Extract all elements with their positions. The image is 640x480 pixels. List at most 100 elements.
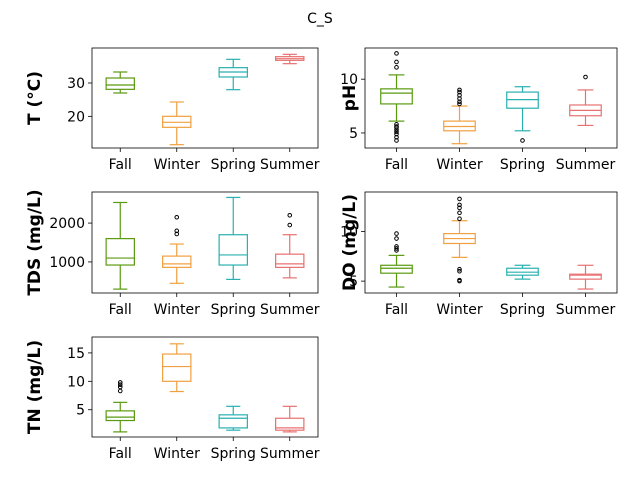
box-body <box>105 77 135 90</box>
outlier-point <box>457 277 462 283</box>
box-summer <box>569 74 602 127</box>
box-spring <box>218 196 248 281</box>
axes-frame <box>91 191 319 294</box>
x-tick-label: Winter <box>436 302 482 318</box>
box-body <box>105 238 135 266</box>
box-fall <box>105 71 135 94</box>
x-tick-label: Spring <box>211 157 256 173</box>
outlier-point <box>394 129 399 135</box>
x-tick-label: Summer <box>260 446 320 462</box>
box-spring <box>218 405 248 431</box>
x-tick-label: Winter <box>154 446 200 462</box>
axes-frame <box>364 47 618 149</box>
y-axis-label: TN (mg/L) <box>25 340 45 434</box>
box-summer <box>569 264 602 290</box>
x-tick-label: Summer <box>260 157 320 173</box>
x-tick-label: Summer <box>260 302 320 318</box>
box-winter <box>162 343 192 393</box>
outlier-point <box>457 89 462 95</box>
outlier-point <box>394 231 399 236</box>
outlier-point <box>457 210 462 216</box>
box-body <box>380 264 413 274</box>
y-tick-label: 15 <box>67 346 85 362</box>
y-tick-label: 5 <box>349 126 358 142</box>
box-summer <box>275 213 305 279</box>
box-winter <box>443 87 476 145</box>
box-fall <box>380 51 413 143</box>
box-body <box>569 273 602 280</box>
outlier-point <box>457 196 462 202</box>
y-tick-label: 10 <box>340 225 358 241</box>
outlier-point <box>394 244 399 249</box>
outlier-point <box>117 380 123 385</box>
box-fall <box>105 380 135 433</box>
figure-suptitle: C_S <box>307 11 333 27</box>
box-spring <box>218 58 248 91</box>
x-tick-label: Fall <box>385 157 408 173</box>
outlier-point <box>174 214 180 220</box>
outlier-point <box>520 138 525 143</box>
x-tick-label: Winter <box>436 157 482 173</box>
box-body <box>275 417 305 431</box>
box-body <box>380 88 413 105</box>
x-tick-label: Fall <box>385 302 408 318</box>
outlier-point <box>457 216 462 222</box>
outlier-point <box>394 122 399 127</box>
box-winter <box>162 101 192 146</box>
outlier-point <box>457 202 462 208</box>
y-tick-label: 1000 <box>49 255 85 271</box>
outlier-point <box>457 268 462 274</box>
outlier-point <box>457 101 462 107</box>
outlier-point <box>394 246 399 251</box>
y-tick-label: 5 <box>76 403 85 419</box>
outlier-point <box>394 51 399 56</box>
box-spring <box>506 264 539 280</box>
x-tick-label: Fall <box>109 157 132 173</box>
box-spring <box>506 86 539 143</box>
axes-frame <box>91 336 319 438</box>
x-tick-label: Spring <box>211 302 256 318</box>
outlier-point <box>394 65 399 70</box>
outlier-point <box>457 87 462 93</box>
box-body <box>275 253 305 268</box>
box-fall <box>380 231 413 288</box>
x-tick-label: Summer <box>556 302 616 318</box>
axes-frame <box>91 47 319 149</box>
box-body <box>218 414 248 429</box>
outlier-point <box>117 382 123 388</box>
x-tick-label: Fall <box>109 446 132 462</box>
outlier-point <box>287 222 293 228</box>
axes-frame <box>364 191 618 294</box>
outlier-point <box>394 131 399 137</box>
outlier-point <box>457 205 462 211</box>
x-tick-label: Summer <box>556 157 616 173</box>
box-body <box>162 255 192 268</box>
box-winter <box>443 196 476 284</box>
x-tick-label: Spring <box>211 446 256 462</box>
y-axis-label: T (°C) <box>25 71 45 125</box>
y-axis-label: pH <box>340 85 360 111</box>
box-body <box>218 234 248 266</box>
box-body <box>162 353 192 382</box>
box-summer <box>275 405 305 433</box>
outlier-point <box>287 213 293 218</box>
y-axis-label: DO (mg/L) <box>340 194 360 291</box>
y-axis-label: TDS (mg/L) <box>25 189 45 295</box>
y-tick-label: 5 <box>349 274 358 290</box>
outlier-point <box>174 228 180 234</box>
outlier-point <box>394 59 399 65</box>
box-body <box>105 410 135 422</box>
box-winter <box>162 214 192 284</box>
box-summer <box>275 53 305 65</box>
y-tick-label: 20 <box>67 109 85 125</box>
outlier-point <box>394 124 399 129</box>
y-tick-label: 10 <box>340 72 358 88</box>
y-tick-label: 30 <box>67 76 85 92</box>
y-tick-label: 10 <box>67 374 85 390</box>
